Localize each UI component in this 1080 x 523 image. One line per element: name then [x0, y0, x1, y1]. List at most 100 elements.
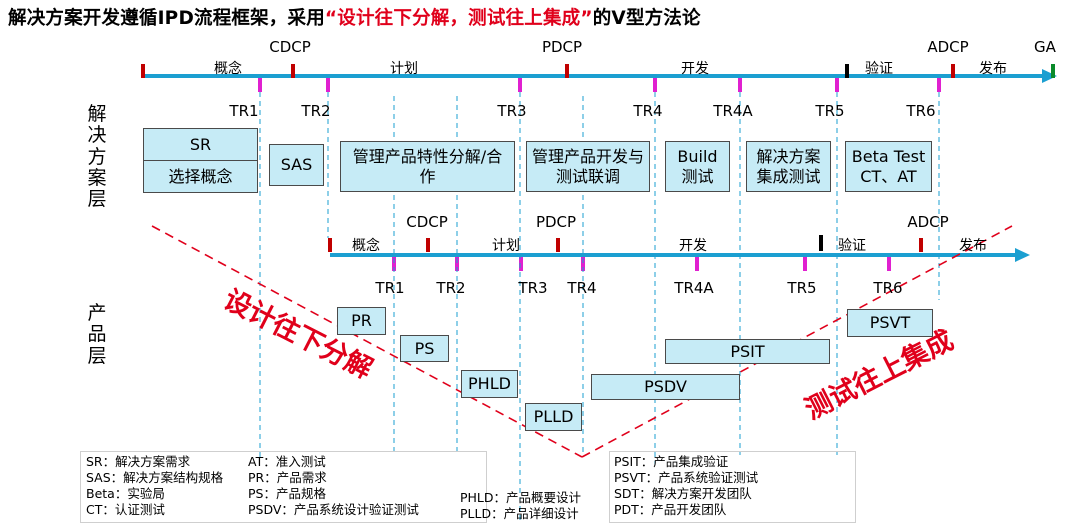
box-feature-decomposition: 管理产品特性分解/合作: [340, 141, 515, 192]
solution-tr6-marker: [937, 78, 941, 92]
legend-item-ct: CT：认证测试: [86, 502, 165, 517]
product-tr3-label: TR3: [518, 279, 548, 297]
box-dev-test-joint: 管理产品开发与测试联调: [526, 141, 650, 192]
solution-tr4-marker: [653, 78, 657, 92]
v-left-line: [151, 225, 583, 458]
legend-item-psvt: PSVT：产品系统验证测试: [614, 470, 759, 485]
legend-item-sdt: SDT：解决方案开发团队: [614, 486, 752, 501]
solution-tr4a-label: TR4A: [713, 102, 753, 120]
solution-start-marker: [141, 64, 145, 78]
solution-phase-verify: 验证: [865, 61, 893, 77]
product-tr1-marker: [392, 257, 396, 271]
legend-col1: SR：解决方案需求 SAS：解决方案结构规格 Beta：实验局 CT：认证测试: [86, 454, 223, 518]
product-tr4-marker: [581, 257, 585, 271]
product-tr2-marker: [455, 257, 459, 271]
solution-phase-concept: 概念: [214, 61, 242, 77]
product-tr4-label: TR4: [567, 279, 597, 297]
product-phase-concept: 概念: [352, 238, 380, 254]
page-title: 解决方案开发遵循IPD流程框架，采用“设计往下分解，测试往上集成”的V型方法论: [8, 4, 701, 30]
solution-tr5-marker: [835, 78, 839, 92]
product-tr4a-marker: [695, 257, 699, 271]
legend-col4: PSIT：产品集成验证 PSVT：产品系统验证测试 SDT：解决方案开发团队 P…: [614, 454, 758, 518]
legend-item-pr: PR：产品需求: [248, 470, 327, 485]
box-solution-integration: 解决方案集成测试: [746, 141, 831, 192]
solution-timeline: [141, 64, 1057, 92]
layer-label-solution: 解决方案层: [87, 103, 107, 211]
solution-gate-cdcp: CDCP: [269, 38, 311, 56]
solution-phase-develop: 开发: [681, 61, 709, 77]
legend-item-psdv: PSDV：产品系统设计验证测试: [248, 502, 419, 517]
box-build-test: Build测试: [665, 141, 730, 192]
product-start-marker: [328, 238, 332, 252]
solution-pdcp-marker: [565, 64, 569, 78]
solution-tr2-label: TR2: [301, 102, 331, 120]
box-select-concept: 选择概念: [143, 160, 258, 193]
solution-gate-adcp: ADCP: [927, 38, 969, 56]
product-timeline: [328, 235, 1030, 271]
box-ps: PS: [400, 335, 449, 362]
solution-tr5-label: TR5: [815, 102, 845, 120]
box-sr: SR: [143, 128, 258, 161]
layer-label-product: 产品层: [87, 302, 107, 367]
solution-gate-pdcp: PDCP: [541, 38, 583, 56]
solution-tr2-marker: [326, 78, 330, 92]
solution-phase-plan: 计划: [390, 61, 418, 77]
solution-tr1-label: TR1: [229, 102, 259, 120]
product-gate-adcp: ADCP: [907, 213, 949, 231]
solution-verify-marker: [845, 64, 849, 78]
legend-col3: PHLD：产品概要设计 PLLD：产品详细设计: [460, 490, 581, 522]
legend-item-plld: PLLD：产品详细设计: [460, 506, 579, 521]
legend-item-beta: Beta：实验局: [86, 486, 165, 501]
box-psit: PSIT: [665, 339, 830, 364]
product-phase-verify: 验证: [838, 238, 866, 254]
product-timeline-arrowhead: [1015, 248, 1030, 262]
product-tr5-label: TR5: [787, 279, 817, 297]
product-tr6-label: TR6: [873, 279, 903, 297]
title-suffix: 的V型方法论: [592, 8, 701, 29]
box-psdv: PSDV: [591, 374, 740, 400]
product-phase-plan: 计划: [492, 238, 520, 254]
box-pr: PR: [337, 307, 386, 335]
legend-item-sas: SAS：解决方案结构规格: [86, 470, 224, 485]
solution-timeline-arrowhead: [1042, 69, 1057, 83]
product-gate-cdcp: CDCP: [406, 213, 448, 231]
product-gate-pdcp: PDCP: [535, 213, 577, 231]
product-cdcp-marker: [426, 238, 430, 252]
solution-tr1-marker: [258, 78, 262, 92]
product-tr6-marker: [887, 257, 891, 271]
product-tr2-label: TR2: [436, 279, 466, 297]
product-adcp-marker: [919, 238, 923, 252]
legend-item-sr: SR：解决方案需求: [86, 454, 191, 469]
solution-tr3-label: TR3: [497, 102, 527, 120]
legend-item-pdt: PDT：产品开发团队: [614, 502, 727, 517]
solution-phase-release: 发布: [979, 61, 1007, 77]
product-phase-release: 发布: [959, 238, 987, 254]
box-sas: SAS: [269, 144, 324, 186]
legend-item-ps: PS：产品规格: [248, 486, 326, 501]
solution-ga-marker: [1051, 64, 1055, 78]
product-phase-develop: 开发: [679, 238, 707, 254]
legend-item-phld: PHLD：产品概要设计: [460, 490, 582, 505]
solution-adcp-marker: [951, 64, 955, 78]
box-beta-test: Beta Test CT、AT: [845, 141, 932, 192]
product-pdcp-marker: [556, 238, 560, 252]
product-tr5-marker: [803, 257, 807, 271]
product-tr1-label: TR1: [375, 279, 405, 297]
legend-col2: AT：准入测试 PR：产品需求 PS：产品规格 PSDV：产品系统设计验证测试: [248, 454, 419, 518]
title-highlight: “设计往下分解，测试往上集成”: [324, 8, 593, 29]
solution-tr4a-marker: [738, 78, 742, 92]
solution-tr6-label: TR6: [906, 102, 936, 120]
solution-gate-ga: GA: [1034, 38, 1056, 56]
box-psvt: PSVT: [847, 309, 933, 337]
legend-item-psit: PSIT：产品集成验证: [614, 454, 729, 469]
box-phld: PHLD: [461, 370, 518, 398]
legend-item-at: AT：准入测试: [248, 454, 326, 469]
solution-tr4-label: TR4: [633, 102, 663, 120]
solution-tr3-marker: [518, 78, 522, 92]
box-plld: PLLD: [525, 403, 582, 431]
title-prefix: 解决方案开发遵循IPD流程框架，采用: [8, 8, 325, 29]
solution-cdcp-marker: [291, 64, 295, 78]
product-tr4a-label: TR4A: [674, 279, 714, 297]
product-tr3-marker: [519, 257, 523, 271]
